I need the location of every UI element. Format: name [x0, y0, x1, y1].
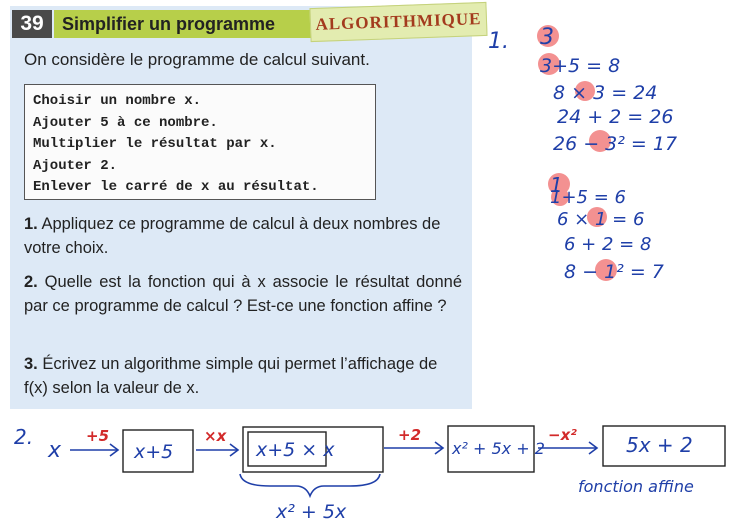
highlight-marks — [537, 25, 617, 281]
question-2: 2. Quelle est la fonction qui à x associ… — [24, 270, 462, 318]
program-line: Multiplier le résultat par x. — [33, 136, 277, 152]
step-label: +5 — [86, 427, 109, 445]
calc-line: 6 × 1 = 6 — [557, 209, 644, 230]
step-label: −x² — [548, 426, 577, 444]
exercise-title: Simplifier un programme — [54, 10, 312, 38]
box-expression: x+5 — [133, 441, 173, 463]
question-number: 1. — [24, 215, 38, 233]
part-1-notes: 1. 3 3+5 = 8 8 × 3 = 24 24 + 2 = 26 26 −… — [488, 25, 677, 283]
calc-line: 24 + 2 = 26 — [557, 106, 673, 128]
step-label: ×x — [204, 427, 228, 445]
question-number: 3. — [24, 355, 38, 373]
part-2-label: 2. — [14, 425, 33, 449]
program-box: Choisir un nombre x. Ajouter 5 à ce nomb… — [24, 84, 376, 200]
exercise-panel — [10, 6, 472, 409]
calc-line: 1 — [550, 173, 563, 197]
box-expression: x² + 5x + 2 — [451, 439, 545, 458]
program-line: Ajouter 5 à ce nombre. — [33, 114, 218, 131]
calc-line: 1+5 = 6 — [550, 187, 626, 208]
question-number: 2. — [24, 273, 38, 291]
brace-mark — [239, 473, 381, 499]
question-text: Quelle est la fonction qui à x associe l… — [24, 273, 462, 315]
part-2-notes: 2. x +5 ×x +2 −x² x+5 x+5 × x x² + 5x + — [14, 425, 726, 523]
question-text: Appliquez ce programme de calcul à deux … — [24, 215, 441, 257]
exercise-header: 39 Simplifier un programme ALGORITHMIQUE — [10, 0, 488, 43]
arrow-marks — [70, 441, 599, 457]
question-1: 1. Appliquez ce programme de calcul à de… — [24, 212, 462, 260]
part-1-label: 1. — [488, 29, 509, 54]
exercise-intro: On considère le programme de calcul suiv… — [24, 50, 370, 69]
brace-note: x² + 5x — [275, 501, 347, 523]
calc-line: 8 × 3 = 24 — [553, 82, 657, 104]
chain-boxes — [122, 425, 726, 473]
calc-line: 3+5 = 8 — [540, 55, 620, 77]
calc-line: 3 — [540, 25, 554, 50]
exercise-number: 39 — [12, 10, 52, 38]
question-text: Écrivez un algorithme simple qui permet … — [24, 355, 438, 397]
calc-line: 8 − 1² = 7 — [564, 261, 664, 283]
question-3: 3. Écrivez un algorithme simple qui perm… — [24, 352, 462, 400]
step-label: +2 — [398, 426, 421, 444]
calc-line: 6 + 2 = 8 — [564, 234, 651, 255]
program-line: Ajouter 2. — [33, 157, 118, 174]
calc-line: 26 − 3² = 17 — [553, 133, 677, 155]
step-labels: +5 ×x +2 −x² — [86, 426, 577, 445]
box-expression: x+5 × x — [255, 439, 335, 461]
conclusion-note: fonction affine — [578, 477, 694, 496]
program-line: Choisir un nombre x. — [33, 93, 202, 109]
program-line: Enlever le carré de x au résultat. — [33, 179, 319, 195]
chain-variable: x — [47, 438, 62, 463]
box-expression: 5x + 2 — [626, 433, 693, 457]
box-contents: x+5 x+5 × x x² + 5x + 2 5x + 2 — [133, 433, 693, 463]
